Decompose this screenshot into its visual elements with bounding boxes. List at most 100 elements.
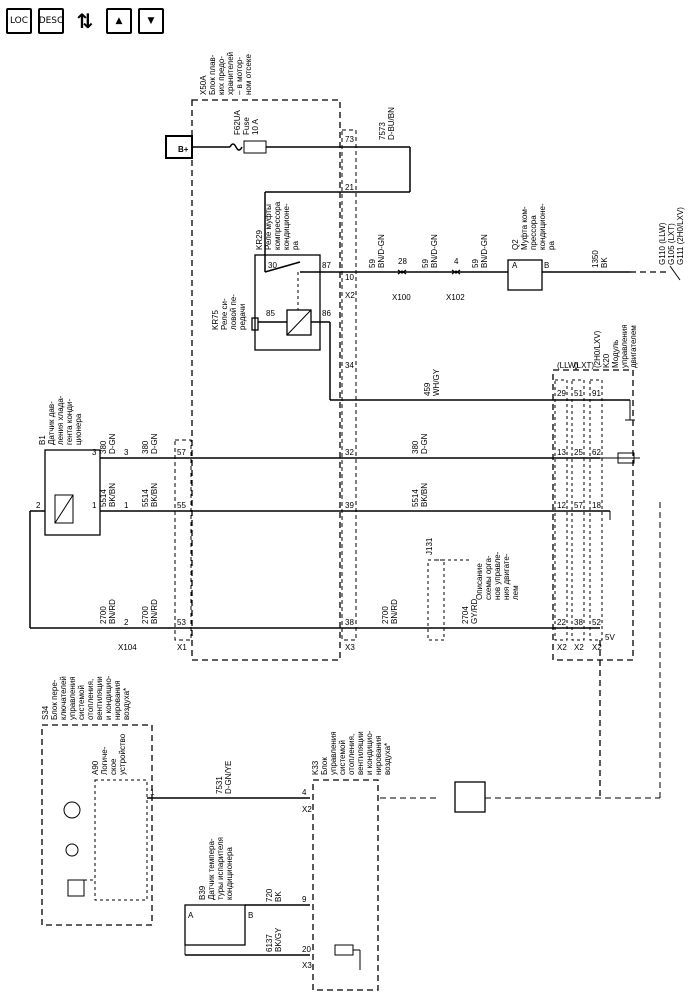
connector-x1: X1	[177, 643, 187, 652]
pin-32: 32	[345, 448, 354, 457]
pin-38: 38	[345, 618, 354, 627]
hvac-module-k33	[312, 779, 379, 991]
connector-x2-llw: X2	[557, 643, 567, 652]
pin-39: 39	[345, 501, 354, 510]
b1-pin-2: 2	[36, 501, 41, 510]
wire-6137: 6137 BK/GY	[265, 927, 283, 952]
relay-kr75-contact	[251, 317, 259, 331]
connector-x100: X100	[392, 293, 411, 302]
a90-label: A90 Логиче- ское устройство	[91, 733, 127, 775]
pin-22: 22	[557, 618, 566, 627]
relay-kr29-label: KR29 Реле муфты компрессора кондиционе- …	[255, 200, 300, 250]
compressor-clutch-q2	[507, 259, 543, 291]
wire-5514-b: 5514BK/BN	[141, 483, 159, 507]
pin-51: 51	[574, 389, 583, 398]
wire-459: 459 WH/GY	[423, 368, 441, 396]
clutch-q2-label: Q2 Муфта ком- прессора кондиционе- ра	[511, 201, 556, 250]
pin-12: 12	[557, 501, 566, 510]
b39-pin-a: A	[188, 911, 194, 920]
x104-pin-1: 1	[124, 501, 129, 510]
relay-kr75-label: KR75 Реле си- ловой пе- редачи	[211, 292, 247, 330]
engine-control-ref-note: Описание схемы орга- нов управле- ния дв…	[475, 549, 520, 600]
pin-34: 34	[345, 361, 354, 370]
x104-pin-3: 3	[124, 448, 129, 457]
ground-g-label: G110 (LLW) G105 (LXT) G111 (2H0/LXV)	[658, 207, 685, 265]
pin-53: 53	[177, 618, 186, 627]
bplus-label: B+	[178, 145, 189, 154]
j131-label: J131	[425, 537, 434, 555]
pin-91: 91	[592, 389, 601, 398]
connector-x2-lxt: X2	[574, 643, 584, 652]
relay-pin-85: 85	[266, 309, 275, 318]
wire-5514-c: 5514BK/BN	[411, 483, 429, 507]
connector-x2-k33: X2	[302, 805, 312, 814]
connector-x2-top: X2	[345, 291, 355, 300]
pin-20: 20	[302, 945, 311, 954]
ecm-k20	[552, 369, 634, 661]
llw-label: (LLW)	[557, 361, 579, 370]
pin-57b: 57	[574, 501, 583, 510]
relay-pin-86: 86	[322, 309, 331, 318]
loc-label: LOC	[9, 16, 29, 26]
arrow-down-icon: ▼	[147, 16, 155, 26]
pin-25: 25	[574, 448, 583, 457]
wire-59-a: 59 BN/D-GN	[368, 234, 386, 268]
q2-pin-b: B	[544, 261, 549, 270]
s34-label: S34 Блок пере- ключателей управления сис…	[41, 673, 131, 720]
pin-73: 73	[345, 135, 354, 144]
b39-label: B39 Датчик темпера- туры испарителя конд…	[198, 835, 234, 900]
pin-18: 18	[592, 501, 601, 510]
updown-icon: ⇅	[76, 9, 94, 33]
pin-29: 29	[557, 389, 566, 398]
wire-2704: 2704GY/RD	[461, 598, 479, 624]
5v-label: 5V	[605, 633, 615, 642]
fuse-label: F62UA Fuse 10 A	[233, 108, 260, 135]
pressure-sensor-b1	[44, 449, 101, 536]
k33-label: K33 Блок управления системой отопления, …	[311, 728, 392, 775]
wire-720: 720 BK	[265, 886, 283, 902]
pin-28: 28	[398, 257, 407, 266]
fuse-block-x50a	[191, 99, 341, 661]
wire-2700-a: 2700BN/RD	[99, 599, 117, 624]
location-view-button[interactable]: LOC	[6, 8, 32, 34]
pin-4: 4	[454, 257, 459, 266]
pin-21: 21	[345, 183, 354, 192]
sensor-b1-label: B1 Датчик дав- ления хлада- гента конди-…	[38, 393, 83, 445]
connector-x102: X102	[446, 293, 465, 302]
page-down-button[interactable]: ▼	[138, 8, 164, 34]
wire-59-c: 59 BN/D-GN	[471, 234, 489, 268]
pin-38b: 38	[574, 618, 583, 627]
wire-2700-c: 2700BN/RD	[381, 599, 399, 624]
wire-1350: 1350 BK	[591, 248, 609, 268]
switch-block-s34	[41, 724, 153, 926]
relay-pin-30: 30	[268, 261, 277, 270]
connector-x2-2h0: X2	[592, 643, 602, 652]
pin-57: 57	[177, 448, 186, 457]
connector-x104: X104	[118, 643, 137, 652]
pin-9: 9	[302, 895, 307, 904]
wire-380-c: 380D-GN	[411, 433, 429, 454]
k33-pin-4: 4	[302, 788, 307, 797]
arrow-up-icon: ▲	[115, 16, 123, 26]
lxt-label: (LXT)	[574, 361, 594, 370]
fuse-f62ua	[243, 140, 267, 154]
relay-pin-87: 87	[322, 261, 331, 270]
pin-55: 55	[177, 501, 186, 510]
b1-pin-1: 1	[92, 501, 97, 510]
wire-7531: 7531 D-GN/YE	[215, 761, 233, 794]
a90-pin-1: 1	[150, 788, 155, 797]
connector-swap-button[interactable]: ⇅	[70, 7, 100, 35]
logic-device-a90	[94, 779, 148, 901]
evaporator-temp-sensor-b39	[184, 904, 246, 946]
connector-x1	[174, 439, 192, 641]
x50a-label: X50A Блок плав- ких предо- хранителей – …	[199, 50, 253, 95]
connector-x2-x3	[341, 129, 357, 641]
description-view-button[interactable]: DESC	[38, 8, 64, 34]
pin-52: 52	[592, 618, 601, 627]
b39-pin-b: B	[248, 911, 253, 920]
pin-13: 13	[557, 448, 566, 457]
connector-x3: X3	[345, 643, 355, 652]
toolbar: LOC DESC ⇅ ▲ ▼	[6, 6, 164, 36]
page-up-button[interactable]: ▲	[106, 8, 132, 34]
